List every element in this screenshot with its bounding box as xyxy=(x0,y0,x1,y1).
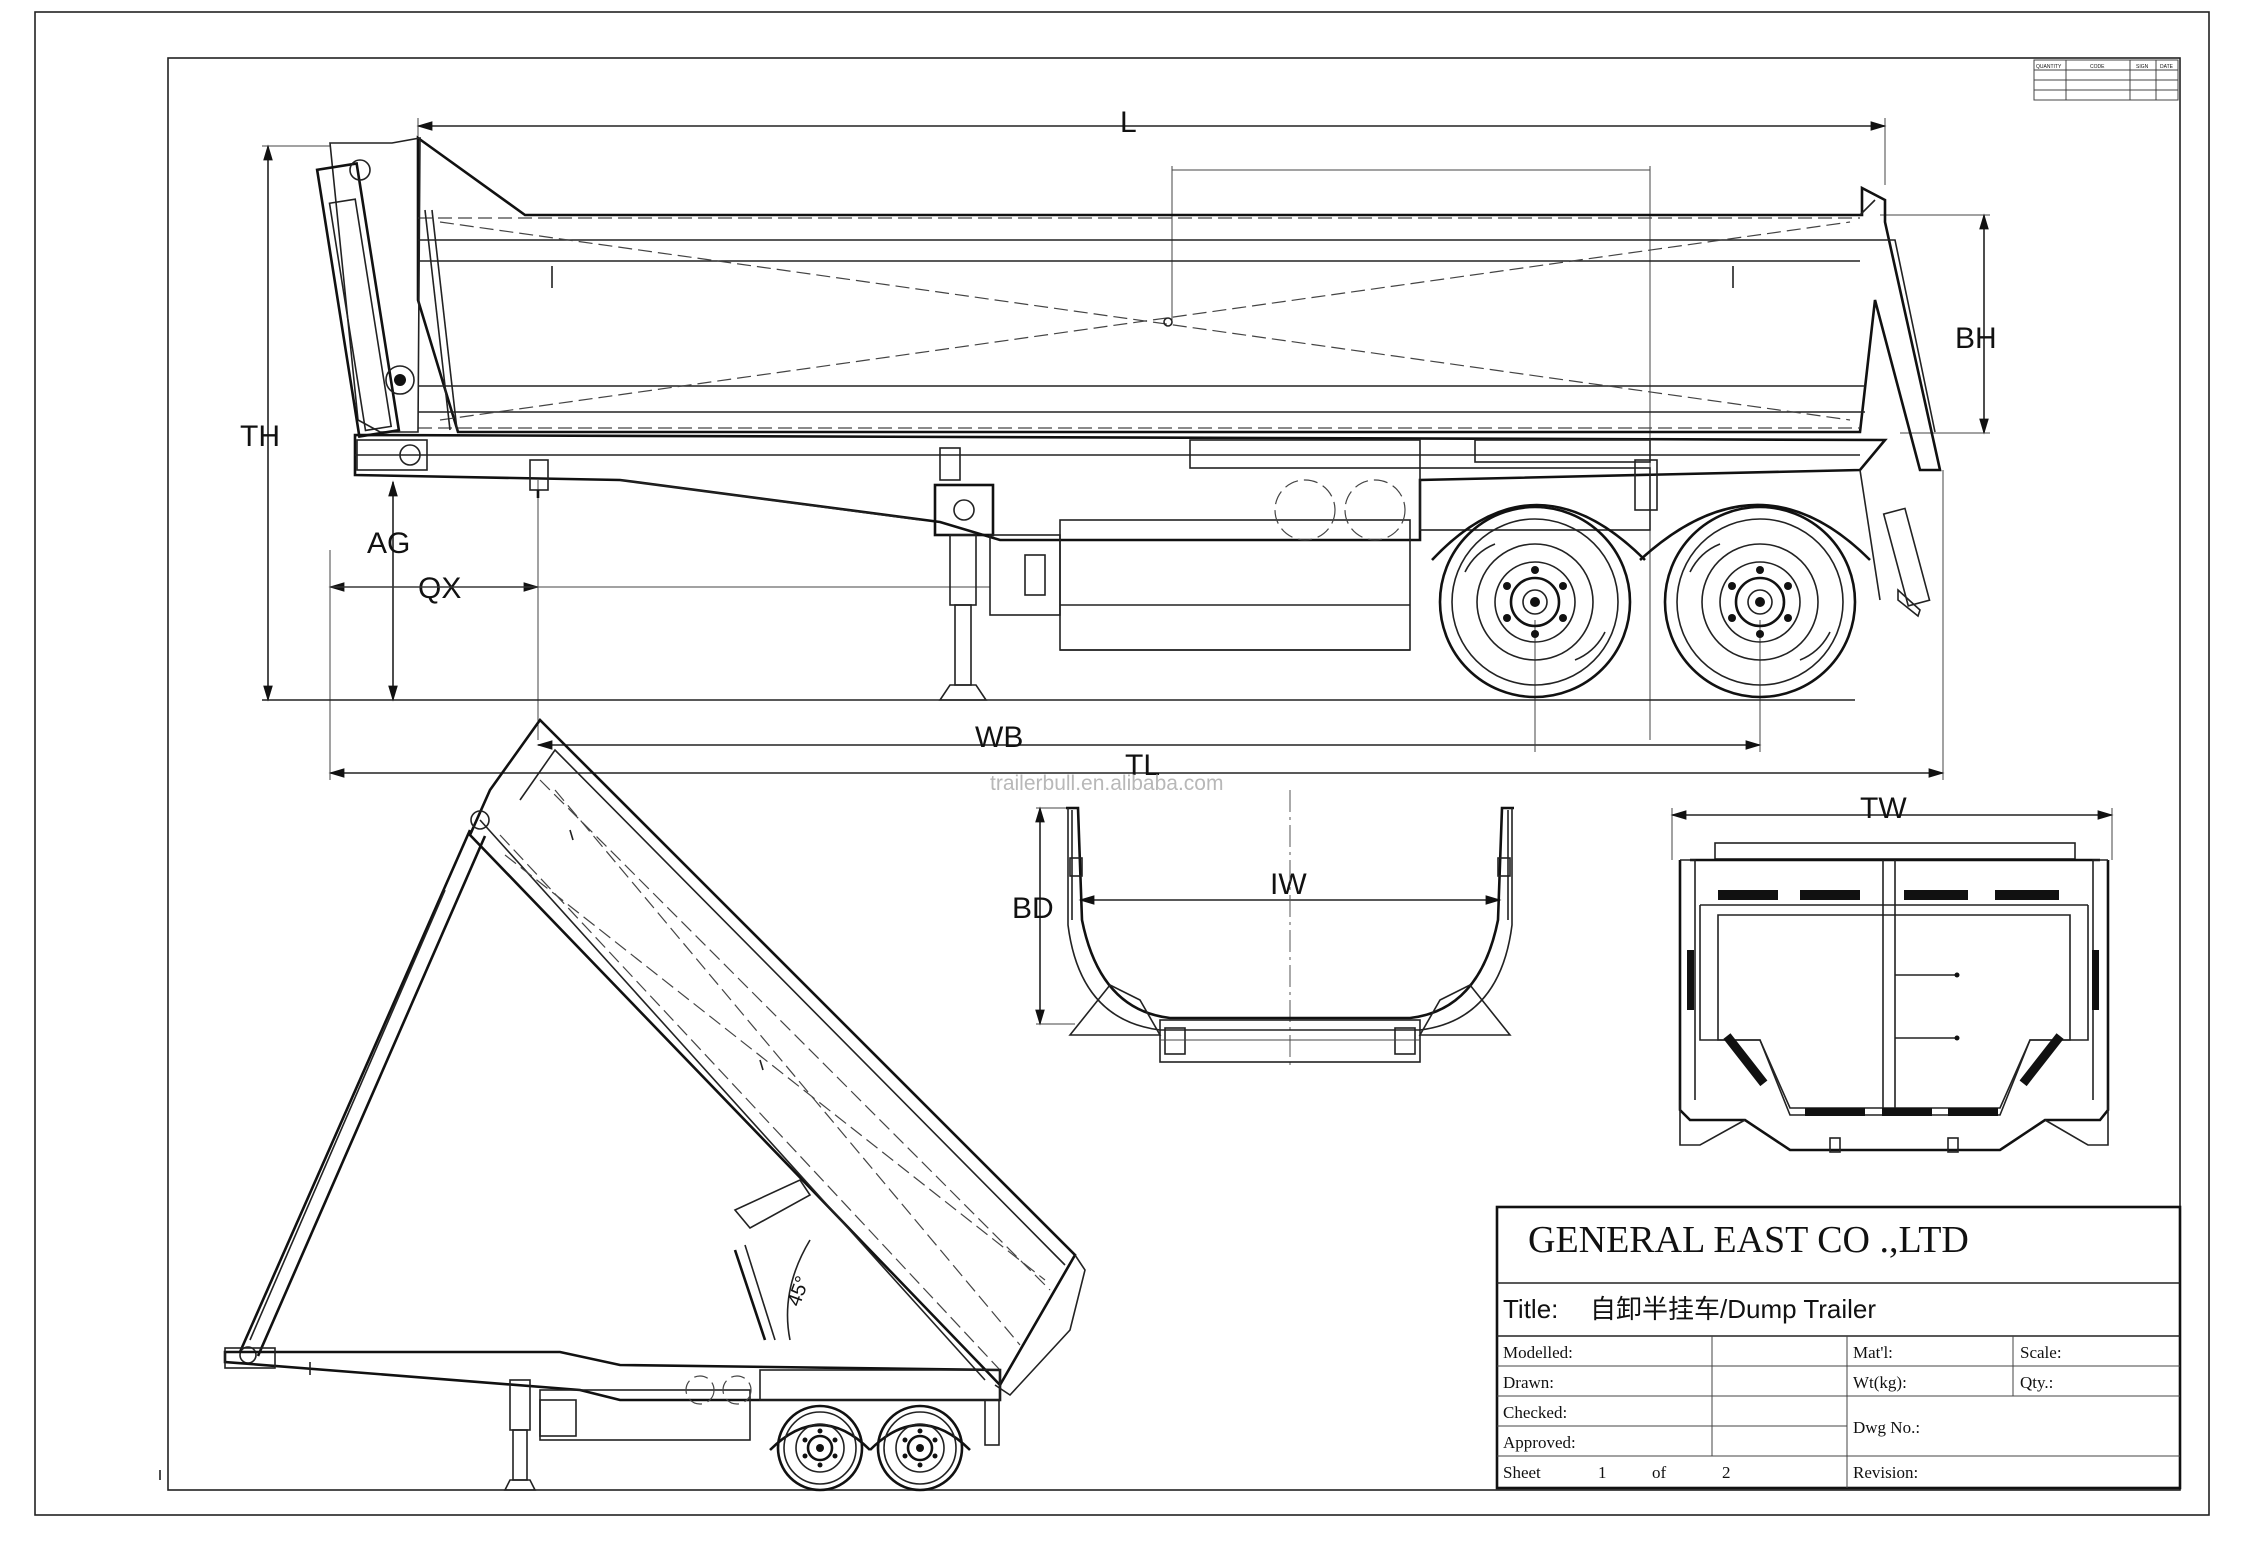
dim-BD: BD xyxy=(1012,892,1054,925)
dim-QX: QX xyxy=(418,572,461,605)
checked-label: Checked: xyxy=(1503,1403,1567,1422)
dim-WB: WB xyxy=(975,721,1023,754)
approved-label: Approved: xyxy=(1503,1433,1576,1452)
sheet-total: 2 xyxy=(1722,1463,1731,1482)
company-name: GENERAL EAST CO .,LTD xyxy=(1528,1219,1969,1261)
revision-header-quantity: QUANTITY xyxy=(2036,64,2062,70)
scale-label: Scale: xyxy=(2020,1343,2062,1362)
weight-label: Wt(kg): xyxy=(1853,1373,1907,1392)
dim-AG: AG xyxy=(367,527,410,560)
revision-header-code: CODE xyxy=(2090,64,2105,70)
revision-header-sign: SIGN xyxy=(2136,64,2149,70)
dwg-no-label: Dwg No.: xyxy=(1853,1418,1920,1437)
title-block: GENERAL EAST CO .,LTD Title: 自卸半挂车/Dump … xyxy=(1495,1205,2182,1490)
dim-TW: TW xyxy=(1860,792,1907,825)
watermark-text: trailerbull.en.alibaba.com xyxy=(990,772,1223,795)
modelled-label: Modelled: xyxy=(1503,1343,1573,1362)
side-view: L TH BH AG QX WB TL xyxy=(240,106,1997,782)
dim-TH: TH xyxy=(240,420,280,453)
body-cross-section: BD IW xyxy=(1012,790,1514,1070)
tilt-angle-label: 45° xyxy=(783,1273,814,1309)
tilted-view: 45° xyxy=(159,717,1086,1492)
sheet-label: Sheet xyxy=(1503,1463,1541,1482)
revision-label: Revision: xyxy=(1853,1463,1918,1482)
sheet-number: 1 xyxy=(1598,1463,1607,1482)
dim-L: L xyxy=(1120,106,1137,139)
revision-table: QUANTITY CODE SIGN DATE xyxy=(2033,59,2179,101)
dim-BH: BH xyxy=(1955,322,1997,355)
dim-TL: TL xyxy=(1125,749,1160,782)
title-value: 自卸半挂车/Dump Trailer xyxy=(1590,1294,1876,1324)
material-label: Mat'l: xyxy=(1853,1343,1893,1362)
rear-view: TW xyxy=(1670,792,2114,1153)
drawing-border xyxy=(34,11,2210,1516)
title-label: Title: xyxy=(1503,1294,1558,1324)
dim-IW: IW xyxy=(1270,868,1307,901)
drawn-label: Drawn: xyxy=(1503,1373,1554,1392)
quantity-label: Qty.: xyxy=(2020,1373,2053,1392)
revision-header-date: DATE xyxy=(2160,64,2174,70)
of-label: of xyxy=(1652,1463,1667,1482)
